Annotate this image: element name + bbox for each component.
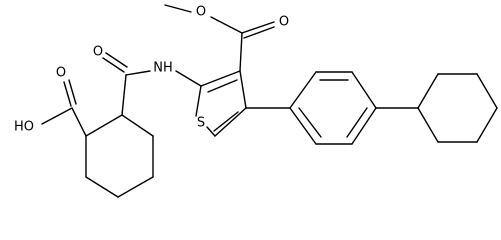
carboxylic-acid-group (41, 79, 87, 137)
thiophene-ring (195, 70, 247, 137)
atom-label-amide-oxygen: O (93, 45, 103, 60)
bond (476, 107, 498, 143)
bond (68, 79, 77, 105)
bond (214, 107, 247, 137)
bond (71, 107, 87, 137)
bond (175, 70, 202, 87)
atom-label-sulfur: S (197, 116, 205, 131)
bond (121, 114, 154, 137)
cyclohexane-dicarboxyl-ring (85, 114, 154, 198)
bond (351, 107, 377, 145)
bond (206, 126, 216, 137)
bond (241, 21, 275, 34)
bond (121, 74, 127, 116)
bond (164, 4, 192, 13)
bond (476, 73, 498, 109)
bond (200, 70, 241, 87)
bond (213, 111, 239, 132)
amide-group (102, 52, 202, 116)
cyclohexyl-ring (375, 73, 498, 143)
bond (298, 107, 322, 138)
atom-label-acid-carbonyl-oxygen: O (56, 66, 66, 81)
bond (105, 52, 128, 68)
bond (41, 107, 73, 125)
atom-label-ester-carbonyl-oxygen: O (279, 15, 289, 30)
bond (417, 73, 439, 109)
bond (239, 32, 243, 72)
bond (117, 176, 154, 198)
bond (207, 79, 238, 93)
bond (243, 26, 275, 39)
bond (289, 107, 317, 145)
phenyl-ring (245, 71, 377, 145)
bond (210, 16, 243, 34)
atom-label-hydroxyl: HO (14, 120, 34, 135)
atom-label-ester-oxygen: O (196, 5, 206, 20)
bond (417, 107, 439, 143)
bond (85, 114, 123, 137)
chemical-structure-diagram: HO O O NH O O S (14, 4, 498, 198)
bond (195, 85, 202, 117)
bond (289, 71, 317, 109)
atom-label-amide-nitrogen: NH (153, 61, 173, 76)
bond (346, 107, 368, 138)
methyl-ester-group (164, 4, 275, 72)
bond (125, 70, 151, 76)
bond (63, 81, 72, 107)
bond (351, 71, 377, 109)
bond (85, 176, 119, 198)
bond (239, 70, 247, 109)
bond (102, 57, 125, 73)
